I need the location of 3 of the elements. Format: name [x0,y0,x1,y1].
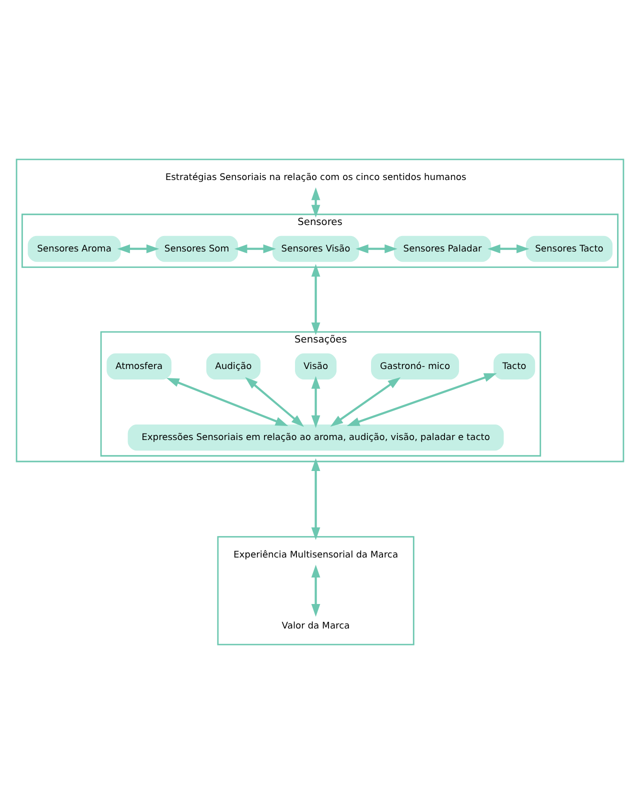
node-text: Valor da Marca [282,621,350,632]
node-text: Experiência Multisensorial da Marca [233,550,398,560]
node-text: Estratégias Sensoriais na relação com os cinco sentidos humanos [165,172,466,183]
